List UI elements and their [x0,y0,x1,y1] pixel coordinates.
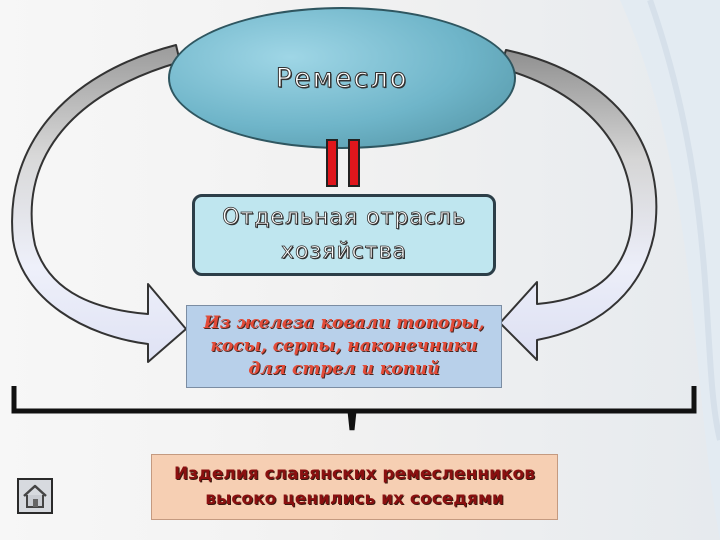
separate-sector-box: Отдельная отрасль хозяйства [192,194,496,276]
home-button[interactable] [17,478,53,514]
iron-goods-box: Из железа ковали топоры, косы, серпы, на… [186,305,502,388]
slavic-products-box: Изделия славянских ремесленников высоко … [151,454,558,520]
slavic-products-line-1: Изделия славянских ремесленников [174,464,535,484]
equals-sign [326,139,360,189]
left-curved-arrow [11,44,187,363]
bracket-connector [11,386,697,431]
right-curved-arrow [499,49,658,361]
iron-goods-line-2: косы, серпы, наконечники [210,336,478,356]
separate-sector-line-2: хозяйства [280,239,408,265]
craft-label: Ремесло [275,62,409,94]
home-icon [23,484,47,508]
iron-goods-line-3: для стрел и копий [248,359,440,379]
iron-goods-line-1: Из железа ковали топоры, [203,313,485,333]
equals-bar-left [326,139,338,187]
slavic-products-line-2: высоко ценились их соседями [205,489,504,509]
equals-bar-right [348,139,360,187]
separate-sector-line-1: Отдельная отрасль [222,205,466,231]
craft-oval: Ремесло [168,7,516,149]
